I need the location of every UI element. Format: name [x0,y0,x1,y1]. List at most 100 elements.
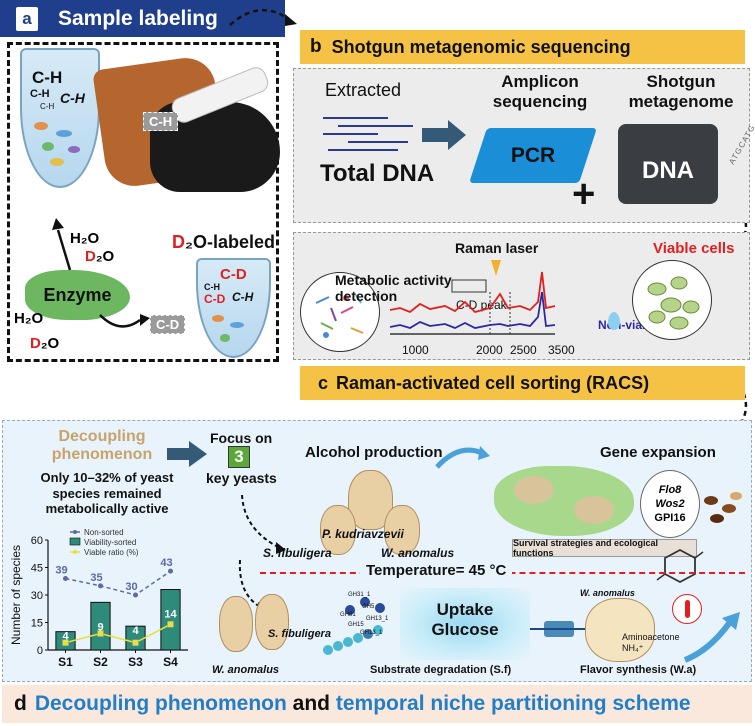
deuterium-d: D [85,248,96,265]
alcohol-production-label: Alcohol production [305,444,443,461]
cell-icon [212,315,224,322]
gene-expansion-label: Gene expansion [600,444,716,461]
panel-a-letter: a [16,6,38,31]
gh-label: GH5 [362,604,375,610]
yeast-cluster-image [494,466,634,536]
cell-icon [220,334,230,342]
gh-label: GH13_1 [360,630,383,636]
legend-swatch [69,537,81,546]
legend-label: Viable ratio (%) [84,548,139,557]
droplet-icon [608,312,620,330]
non-sorted-value-label: 43 [160,557,172,569]
temperature-label: Temperature= 45 °C [360,562,513,579]
legend-label: Viability-sorted [84,538,136,547]
viable-ratio-value-label: 4 [132,625,139,637]
arrow-up [56,229,72,271]
metabolic-detection-label: Metabolic activity detection [335,272,452,305]
yeast-character-icon [320,505,356,555]
x-tick: 2500 [510,343,537,357]
shotgun-label: Shotgun metagenome [628,72,734,111]
panel-b-title: Shotgun metagenomic sequencing [331,36,631,57]
panel-b-letter: b [310,36,322,57]
sample-ch-tag: C-H [143,112,179,131]
pyrazine-structure-icon [656,548,704,584]
gh-label: GH81 [340,612,356,618]
x-tick-label: S4 [163,655,178,669]
viable-spectrum [390,271,556,314]
tube1-label: C-H [30,88,50,100]
yeast-characters [310,470,430,565]
substrate-degradation-label: Substrate degradation (S.f) [370,664,512,676]
point-non-sorted [98,583,103,589]
line-non-sorted [65,570,171,596]
panel-c-header: c Raman-activated cell sorting (RACS) [300,366,745,400]
non-sorted-value-label: 35 [90,572,102,584]
fermentation-sample-image [90,54,280,202]
yeast-cell-icon [574,496,614,524]
h2o-top-label: H₂O [70,230,100,247]
legend-marker [73,530,77,534]
arrow-right [99,314,141,328]
point-non-sorted [133,592,138,598]
gene-label: Flo8 [658,483,682,496]
food-grains-image [700,490,750,530]
panel-d-title-part2: and [286,692,336,715]
viable-ratio-value-label: 9 [97,621,103,633]
d2o-bottom-label: D₂O [30,335,59,352]
panel-d-letter: d [14,692,27,715]
s-fib-label-2: S. fibuligera [268,628,331,640]
yeast-character-icon [384,505,420,555]
nonviable-spectrum [390,291,556,329]
gene-label: GPI16 [654,512,686,525]
w-anom-label-2: W. anomalus [212,664,280,676]
cell-icon [68,146,80,153]
only-active-text: Only 10–32% of yeast species remained me… [40,470,174,517]
cell-icon [34,122,48,130]
tube2-label: C-D [204,292,226,306]
tube2-label: C-H [232,290,254,304]
point-viable-ratio [62,639,69,646]
line-viable-ratio- [65,623,171,644]
enzyme-blob: Enzyme [25,270,130,320]
legend-marker [73,550,77,554]
enzyme-label: Enzyme [43,284,112,305]
arrow-right-icon [422,120,466,150]
point-viable-ratio [132,639,139,646]
viable-cells-circle [632,260,712,340]
x-tick-label: S3 [128,655,143,669]
tube-unlabeled: C-H C-H C-H C-H [20,48,100,188]
total-dna-label: Total DNA [320,160,435,187]
panel-a-title: Sample labeling [58,6,218,30]
arrowhead-right [140,314,150,326]
p-kud-label: P. kudriavzevii [322,527,404,541]
panel-b-header: b Shotgun metagenomic sequencing [300,30,745,64]
panel-c-letter: c [318,372,329,393]
deuterium-d: D [30,335,41,352]
amplicon-label: Amplicon sequencing [492,72,588,111]
panel-d-title-part3: temporal niche partitioning scheme [335,692,691,715]
plus-sign: + [572,172,596,216]
y-tick-label: 15 [31,618,43,630]
y-axis-label: Number of species [10,545,23,645]
dna-label: DNA [642,157,694,184]
tube2-label: C-H [204,282,220,292]
gh-label: GH31_1 [348,592,371,598]
sequencer-icon: DNA [618,124,718,204]
viable-ratio-value-label: 14 [164,609,177,621]
curved-arrow-icon [683,612,740,663]
arrow-a-to-b [229,8,297,26]
yeast-handshake-image [215,590,295,660]
y-tick-label: 30 [31,590,43,602]
yeast-cell-icon [514,476,554,504]
enzyme-arrows [52,218,150,328]
x-tick: 3500 [548,343,575,357]
arrowhead-up [52,218,64,230]
cd-tag: C-D [150,315,186,334]
panel-d-title-part1: Decoupling phenomenon [34,692,287,715]
curved-arrow-icon [435,446,490,469]
gene-list-circle: Flo8 Wos2 GPI16 [640,470,700,538]
glucose-uptake-glow [400,588,530,660]
focus-on-label: Focus on [210,430,273,446]
raman-spectrum [390,271,556,335]
uptake-glucose-label: Uptake Glucose [431,600,499,639]
